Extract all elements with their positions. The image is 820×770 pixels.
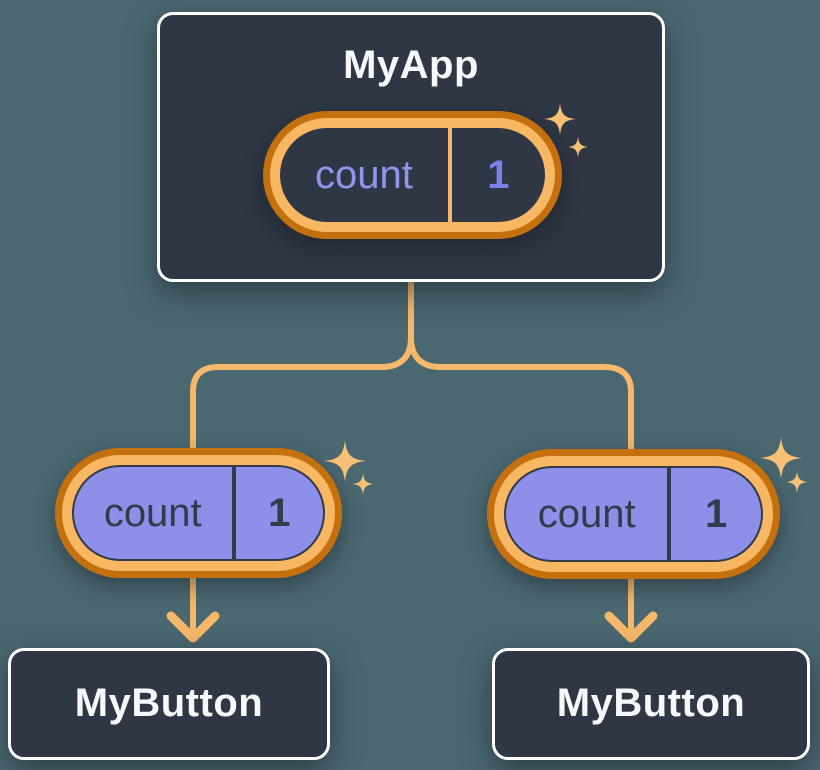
mybutton-node-right: MyButton <box>492 648 810 760</box>
arrow-down-icon <box>604 611 658 643</box>
myapp-title: MyApp <box>343 43 479 87</box>
pill-core: count 1 <box>280 128 545 222</box>
sparkle-icon <box>786 471 808 493</box>
pill-divider <box>447 128 452 222</box>
state-value-label: 1 <box>487 152 510 197</box>
state-key-label: count <box>103 490 202 535</box>
sparkle-icon <box>352 473 374 495</box>
arrow-down-icon <box>166 611 220 643</box>
pill-ring: count 1 <box>62 455 335 571</box>
state-key-label: count <box>314 152 413 197</box>
pill-ring: count 1 <box>270 118 555 232</box>
root-state-pill: count 1 <box>263 111 562 239</box>
mybutton-title: MyButton <box>556 681 746 725</box>
state-value-cell: 1 <box>452 128 545 222</box>
mybutton-node-left: MyButton <box>8 648 330 760</box>
state-key-cell: count <box>280 128 448 222</box>
right-prop-pill: count 1 <box>487 449 780 579</box>
state-value-cell: 1 <box>671 468 761 560</box>
state-key-cell: count <box>74 467 232 559</box>
pill-divider <box>667 468 672 560</box>
pill-core: count 1 <box>72 465 325 561</box>
state-value-label: 1 <box>268 490 291 535</box>
state-key-label: count <box>537 491 636 536</box>
state-value-label: 1 <box>705 491 728 536</box>
left-prop-pill: count 1 <box>55 448 342 578</box>
pill-core: count 1 <box>504 466 763 562</box>
sparkle-icon <box>760 437 802 479</box>
mybutton-title: MyButton <box>74 681 264 725</box>
state-key-cell: count <box>506 468 667 560</box>
state-value-cell: 1 <box>236 467 324 559</box>
pill-ring: count 1 <box>494 456 773 572</box>
